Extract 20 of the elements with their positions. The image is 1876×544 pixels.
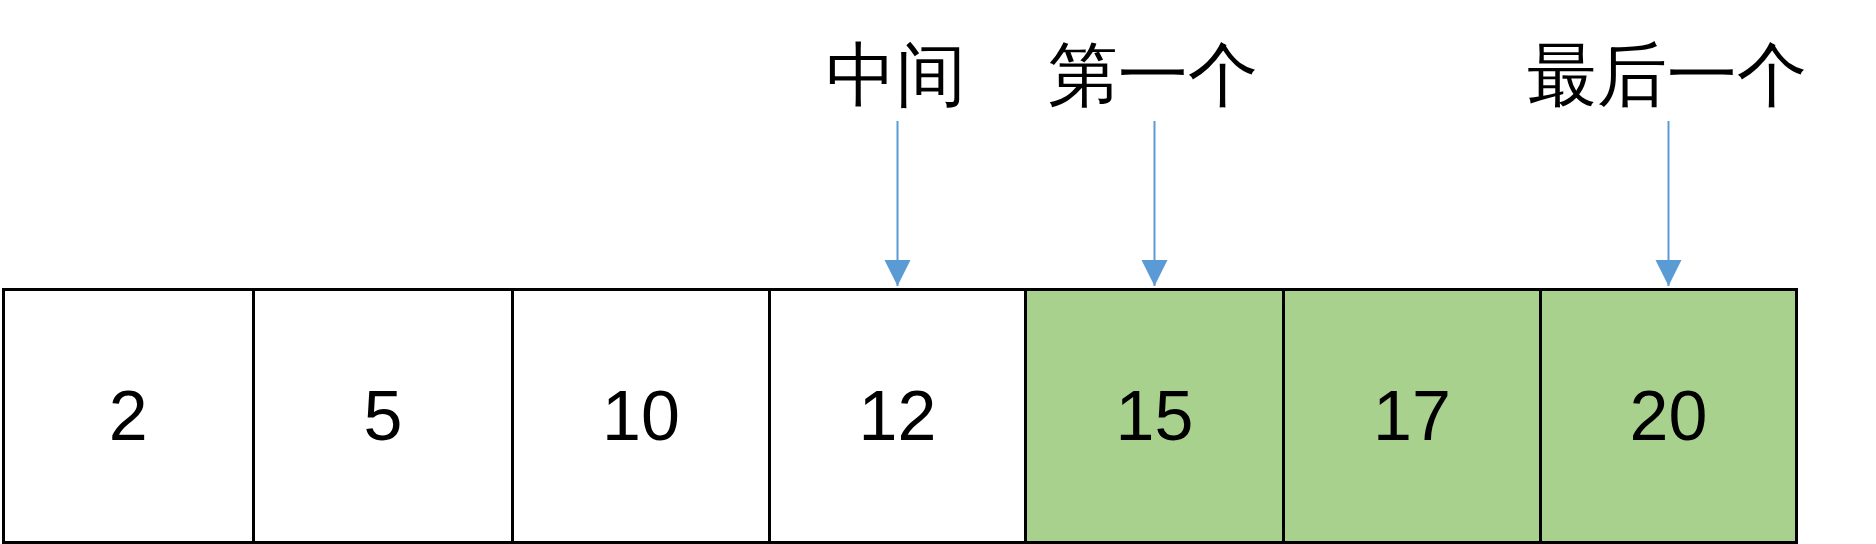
cell-value: 5 xyxy=(363,381,403,451)
array-cell xyxy=(1,288,255,544)
cell-value: 12 xyxy=(858,381,937,451)
pointer-arrow xyxy=(1655,120,1682,287)
array-cell xyxy=(768,288,1027,544)
array-cell xyxy=(1282,288,1542,544)
pointer-label: 第一个 xyxy=(1048,31,1258,119)
pointer-arrow xyxy=(1141,120,1168,287)
pointer-label: 最后一个 xyxy=(1527,31,1807,119)
cell-value: 15 xyxy=(1115,381,1194,451)
pointer-label: 中间 xyxy=(826,31,966,119)
pointer-arrow xyxy=(884,120,911,287)
array-cell xyxy=(252,288,514,544)
array-cell xyxy=(1539,288,1798,544)
cell-value: 2 xyxy=(108,381,148,451)
array-cell xyxy=(511,288,771,544)
array-cell xyxy=(1024,288,1285,544)
cell-value: 17 xyxy=(1373,381,1451,451)
cell-value: 20 xyxy=(1629,381,1708,451)
cell-value: 10 xyxy=(602,381,680,451)
